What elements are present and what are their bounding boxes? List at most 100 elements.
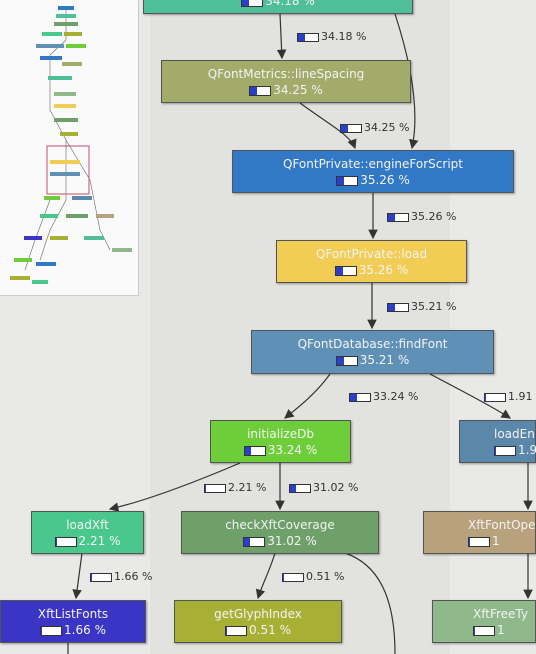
cost-bar [225, 625, 248, 636]
node-findfont-cost: 35.21 % [252, 352, 493, 368]
node-engine-pct: 35.26 % [360, 173, 410, 187]
node-xftlist-pct: 1.66 % [64, 623, 106, 637]
edge-loadxft-xftlist [72, 552, 83, 600]
cost-bar [90, 572, 112, 582]
cost-bar [204, 483, 226, 493]
node-linespacing-cost: 34.25 % [162, 82, 410, 98]
cost-bar [282, 572, 304, 582]
node-top[interactable]: 34.18 % [143, 0, 413, 14]
edge-linespacing-engine [299, 102, 357, 150]
cost-bar [473, 625, 495, 636]
cost-bar [494, 445, 516, 456]
edge-pct: 31.02 % [313, 481, 359, 494]
node-xftfontope-label: XftFontOpe [468, 518, 535, 532]
edge-label: 35.21 % [387, 300, 456, 314]
edge-label: 34.18 % [297, 30, 366, 44]
cost-bar [387, 212, 409, 222]
cost-bar [468, 536, 490, 547]
node-linespacing[interactable]: QFontMetrics::lineSpacing 34.25 % [161, 60, 411, 103]
node-initdb-label: initializeDb [247, 427, 314, 441]
node-load[interactable]: QFontPrivate::load 35.26 % [276, 240, 467, 283]
node-findfont-label: QFontDatabase::findFont [297, 337, 448, 351]
node-checkxft-cost: 31.02 % [182, 533, 378, 549]
minimap-viewport[interactable] [46, 145, 90, 195]
node-xftlist-label: XftListFonts [37, 607, 109, 621]
node-linespacing-label: QFontMetrics::lineSpacing [207, 67, 365, 81]
cost-bar [54, 536, 77, 547]
edge-label: 0.51 % [282, 570, 344, 584]
node-xftlist[interactable]: XftListFonts 1.66 % [0, 600, 146, 643]
cost-bar [340, 123, 362, 133]
edge-checkxft-down [344, 552, 396, 654]
node-xftfree[interactable]: XftFreeTy 1 [432, 600, 536, 643]
edge-findfont-loadengine [429, 373, 512, 419]
edge-label: 35.26 % [387, 210, 456, 224]
node-top-pct: 34.18 % [265, 0, 315, 8]
node-checkxft[interactable]: checkXftCoverage 31.02 % [181, 511, 379, 554]
node-xftfree-cost: 1 [473, 622, 535, 638]
node-loadxft-label: loadXft [66, 518, 109, 532]
edge-pct: 34.25 % [364, 121, 410, 134]
cost-bar [40, 625, 63, 636]
node-initdb-pct: 33.24 % [267, 443, 318, 457]
cost-bar [349, 392, 371, 402]
edge-pct: 0.51 % [306, 570, 345, 583]
cost-bar [335, 355, 358, 366]
edge-checkxft-getglyph [255, 552, 276, 600]
minimap[interactable] [0, 0, 139, 296]
node-xftfontope-pct: 1 [492, 534, 500, 548]
edge-pct: 1.66 % [114, 570, 153, 583]
node-loadengine-pct: 1.9 [518, 443, 536, 457]
cost-bar [297, 32, 319, 42]
node-xftlist-cost: 1.66 % [1, 622, 145, 638]
node-loadxft-cost: 2.21 % [32, 533, 143, 549]
edge-pct: 35.26 % [411, 210, 457, 223]
edge-label: 2.21 % [204, 481, 266, 495]
cost-bar [334, 265, 357, 276]
edge-pct: 2.21 % [228, 481, 267, 494]
edge-top-linespacing [276, 13, 287, 60]
node-loadengine[interactable]: loadEn 1.9 [459, 420, 536, 463]
cost-bar [336, 175, 359, 186]
edge-top-engine [394, 13, 419, 150]
node-loadxft-pct: 2.21 % [78, 534, 121, 548]
cost-bar [289, 483, 311, 493]
minimap-overview [10, 6, 132, 284]
node-findfont[interactable]: QFontDatabase::findFont 35.21 % [251, 330, 494, 374]
cost-bar [387, 302, 409, 312]
edge-label: 33.24 % [349, 390, 418, 404]
edge-pct: 1.91 [508, 390, 533, 403]
node-getglyph-pct: 0.51 % [249, 623, 291, 637]
node-xftfontope[interactable]: XftFontOpe 1 [423, 511, 536, 554]
edge-initdb-loadxft [108, 462, 241, 512]
node-initdb[interactable]: initializeDb 33.24 % [210, 420, 351, 463]
cost-bar [484, 392, 506, 402]
node-getglyph-label: getGlyphIndex [214, 607, 302, 621]
node-getglyph[interactable]: getGlyphIndex 0.51 % [174, 600, 342, 643]
node-loadengine-cost: 1.9 [494, 442, 536, 458]
edge-label: 1.91 [484, 390, 533, 404]
cost-bar [243, 445, 266, 456]
node-engine-label: QFontPrivate::engineForScript [283, 157, 463, 171]
node-engine-cost: 35.26 % [233, 172, 513, 188]
node-initdb-cost: 33.24 % [211, 442, 350, 458]
node-xftfontope-cost: 1 [468, 533, 535, 549]
cost-bar [249, 85, 272, 96]
edge-label: 31.02 % [289, 481, 358, 495]
edge-pct: 35.21 % [411, 300, 457, 313]
node-loadxft[interactable]: loadXft 2.21 % [31, 511, 144, 554]
edge-findfont-initdb [284, 373, 331, 419]
edge-label: 1.66 % [90, 570, 152, 584]
node-loadengine-label: loadEn [494, 427, 535, 441]
node-xftfree-label: XftFreeTy [473, 607, 528, 621]
node-checkxft-pct: 31.02 % [267, 534, 317, 548]
node-xftfree-pct: 1 [497, 623, 505, 637]
edge-pct: 34.18 % [321, 30, 367, 43]
node-load-label: QFontPrivate::load [315, 247, 428, 261]
node-linespacing-pct: 34.25 % [273, 83, 323, 97]
cost-bar [241, 0, 264, 7]
cost-bar [243, 536, 266, 547]
node-checkxft-label: checkXftCoverage [225, 518, 335, 532]
node-engine[interactable]: QFontPrivate::engineForScript 35.26 % [232, 150, 514, 193]
edge-pct: 33.24 % [373, 390, 419, 403]
